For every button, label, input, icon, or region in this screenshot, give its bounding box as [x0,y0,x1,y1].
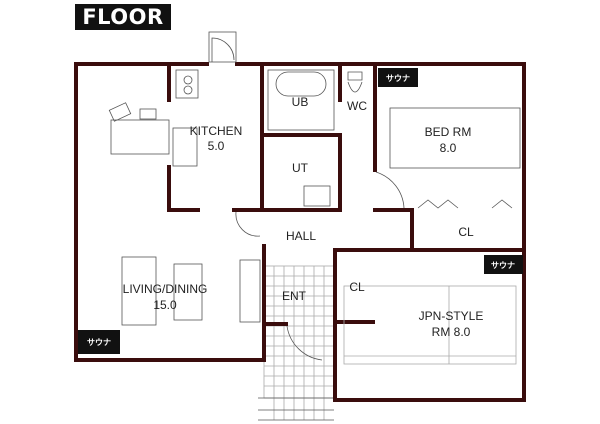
sauna-badge: サウナ [78,330,120,354]
svg-text:サウナ: サウナ [386,74,410,83]
svg-text:サウナ: サウナ [87,338,111,347]
fixtures [108,31,521,365]
bedroom-size: 8.0 [440,141,457,155]
ut-label: UT [292,161,309,175]
closet-label: CL [349,280,365,294]
svg-text:サウナ: サウナ [491,261,515,270]
kitchen-label: KITCHEN [190,124,243,138]
kitchen-size: 5.0 [208,139,225,153]
sauna-badge: サウナ [484,255,523,274]
sauna-badge: サウナ [378,68,418,87]
living-label: LIVING/DINING [123,282,208,296]
hall-label: HALL [286,229,316,243]
closet-label: CL [458,225,474,239]
wc-label: WC [347,99,367,113]
japanese-room-label: JPN-STYLE [419,309,484,323]
living-size: 15.0 [153,298,177,312]
floor-title: FLOOR [75,4,171,30]
ub-label: UB [292,95,309,109]
japanese-room-size: RM 8.0 [432,325,471,339]
walls [74,62,526,402]
entrance-label: ENT [282,289,307,303]
bedroom-label: BED RM [425,125,472,139]
